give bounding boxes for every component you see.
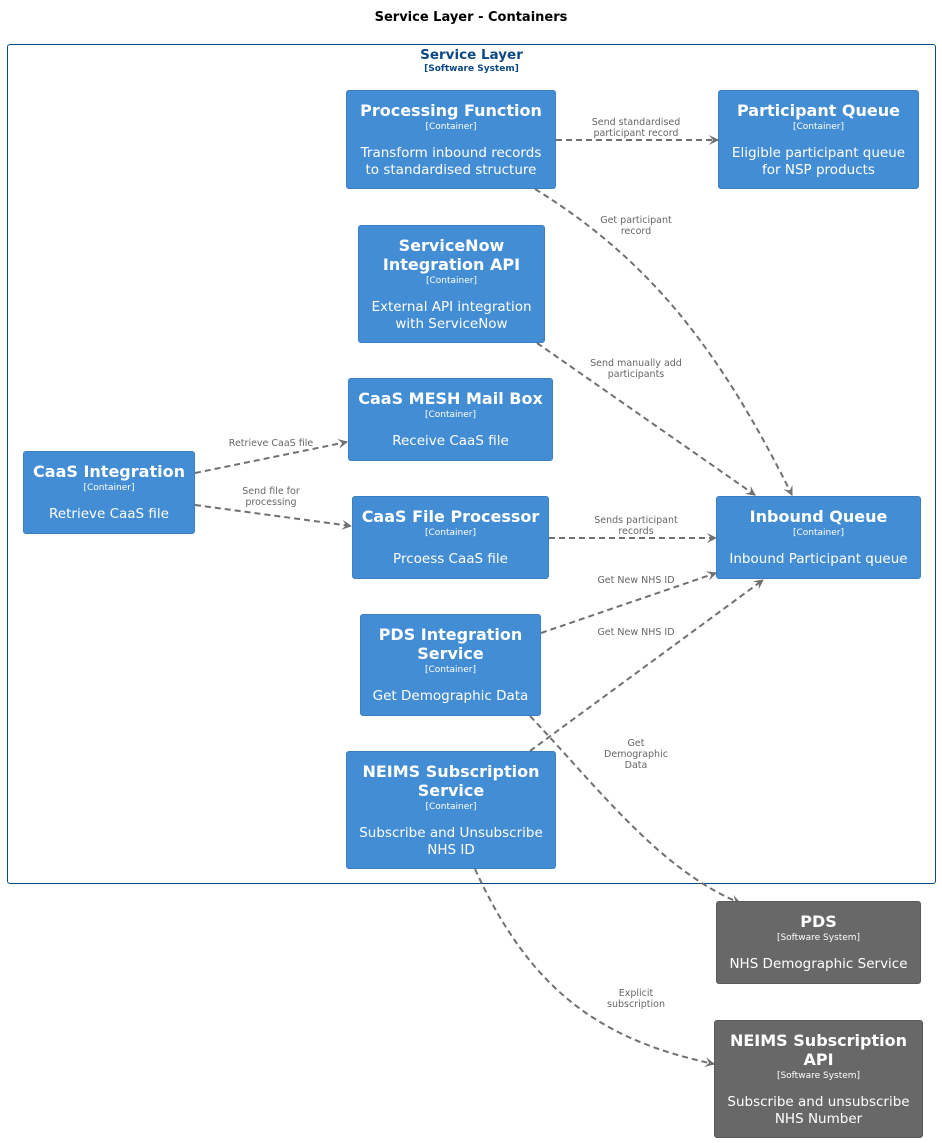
edge-label-pds-to-iq: Get New NHS ID (597, 575, 675, 586)
service-layer-boundary: Service Layer [Software System] (7, 44, 936, 884)
edge-label-ci-to-mesh: Retrieve CaaS file (228, 438, 314, 449)
boundary-type: [Software System] (424, 64, 519, 74)
servicenow-api-node: ServiceNow Integration API [Container] E… (358, 225, 545, 343)
edge-label-pdsint-to-pds: Get Demographic Data (604, 738, 668, 771)
caas-integration-node: CaaS Integration [Container] Retrieve Ca… (23, 451, 195, 534)
edge-ci-to-mesh (194, 438, 348, 474)
edge-label-pf-to-iq: Get participant record (600, 215, 672, 237)
edge-sn-to-iq (536, 342, 756, 496)
diagram-title: Service Layer - Containers (374, 10, 568, 25)
caas-file-processor-node: CaaS File Processor [Container] Prcoess … (352, 496, 549, 579)
edge-label-fp-to-iq: Sends participant records (594, 515, 678, 537)
edge-label-sn-to-iq: Send manually add participants (590, 358, 682, 380)
boundary-name: Service Layer (420, 47, 523, 63)
edge-neims-to-iq (529, 579, 764, 752)
caas-mesh-node: CaaS MESH Mail Box [Container] Receive C… (348, 378, 553, 461)
participant-queue-node: Participant Queue [Container] Eligible p… (718, 90, 919, 189)
edge-pdsint-to-pds (529, 715, 741, 905)
edge-label-pf-to-pq: Send standardised participant record (591, 117, 681, 139)
edge-pf-to-iq (534, 188, 793, 496)
edge-pds-to-iq (540, 571, 717, 634)
neims-subscription-service-node: NEIMS Subscription Service [Container] S… (346, 751, 556, 869)
processing-function-node: Processing Function [Container] Transfor… (346, 90, 556, 189)
pds-system-node: PDS [Software System] NHS Demographic Se… (716, 901, 921, 984)
edge-label-ci-to-fp: Send file for processing (242, 486, 300, 508)
edge-neims-to-api (474, 868, 715, 1068)
inbound-queue-node: Inbound Queue [Container] Inbound Partic… (716, 496, 921, 579)
pds-integration-node: PDS Integration Service [Container] Get … (360, 614, 541, 716)
neims-api-system-node: NEIMS Subscription API [Software System]… (714, 1020, 923, 1138)
edge-label-neims-to-api: Explicit subscription (607, 988, 665, 1010)
edge-label-neims-to-iq: Get New NHS ID (597, 627, 675, 638)
edge-ci-to-fp (194, 504, 352, 530)
